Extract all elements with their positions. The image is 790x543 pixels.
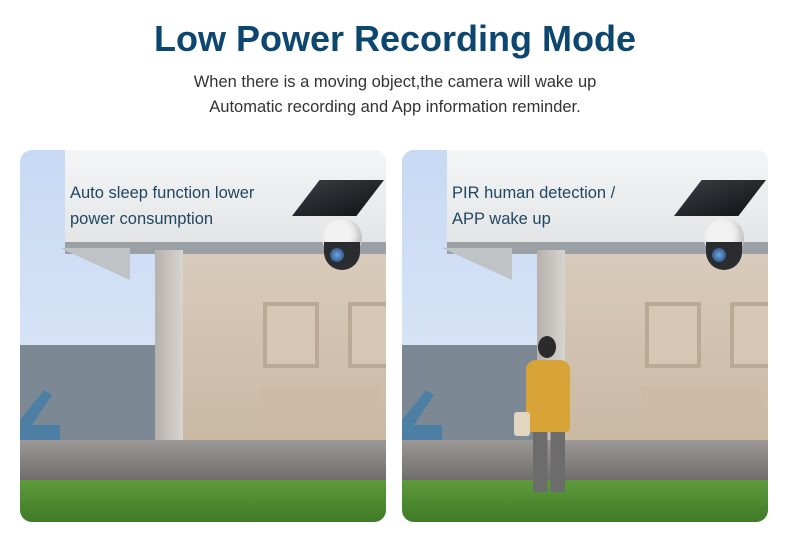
panel-caption: PIR human detection / APP wake up <box>452 180 615 232</box>
wall-picture <box>645 302 701 368</box>
sofa <box>260 386 380 432</box>
person-legs <box>533 430 565 492</box>
camera-lens-icon <box>712 248 726 262</box>
scene-panel-sleep: Auto sleep function lower power consumpt… <box>20 150 386 522</box>
grass <box>20 480 386 522</box>
sofa <box>642 386 762 432</box>
caption-line-2: APP wake up <box>452 210 551 228</box>
page-title: Low Power Recording Mode <box>153 18 637 59</box>
scene-panel-detection: PIR human detection / APP wake up <box>402 150 768 522</box>
grass <box>402 480 768 522</box>
person-vest <box>526 360 570 432</box>
canopy-edge <box>65 242 386 254</box>
camera-lens-icon <box>330 248 344 262</box>
subtitle-line-2: Automatic recording and App information … <box>209 98 581 116</box>
canopy-edge <box>447 242 768 254</box>
caption-line-1: PIR human detection / <box>452 184 616 202</box>
caption-line-1: Auto sleep function lower <box>70 184 255 202</box>
shopping-bag <box>514 412 530 436</box>
person-head <box>538 336 556 358</box>
floor <box>20 440 386 482</box>
wall-picture <box>348 302 386 368</box>
wall-picture <box>263 302 319 368</box>
floor <box>402 440 768 482</box>
caption-line-2: power consumption <box>70 210 214 228</box>
panel-caption: Auto sleep function lower power consumpt… <box>70 180 254 232</box>
wall-picture <box>730 302 768 368</box>
pillar <box>155 250 183 450</box>
subtitle-line-1: When there is a moving object,the camera… <box>193 73 597 91</box>
